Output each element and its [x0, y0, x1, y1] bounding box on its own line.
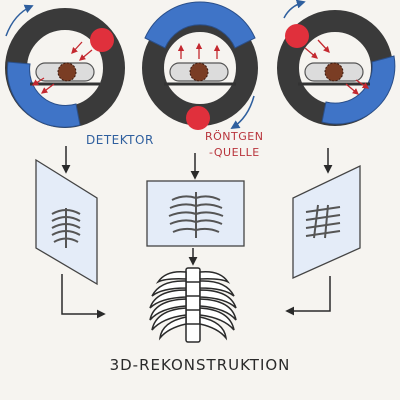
rotation-arrow-icon: [230, 95, 255, 129]
xray-source-label-line1: RÖNTGEN: [205, 130, 264, 143]
rotation-arrow-icon: [283, 0, 306, 19]
patient-table-icon: [164, 62, 236, 86]
scanner-left: [5, 4, 125, 128]
detector-arc: [321, 55, 396, 125]
scanner-center: [142, 1, 258, 130]
rib-cage-icon: [149, 267, 237, 343]
xray-source: [186, 106, 210, 130]
xray-source: [285, 24, 309, 48]
arrow-left-to-recon: [61, 274, 106, 319]
patient-table-icon: [30, 62, 100, 86]
rotation-arrow-icon: [5, 4, 34, 37]
detector-label: DETEKTOR: [86, 133, 154, 147]
projection-left: [35, 158, 98, 286]
xray-source: [90, 28, 114, 52]
detector-arc: [144, 1, 256, 49]
arrow-right-to-recon: [285, 276, 331, 316]
patient-table-icon: [298, 62, 370, 86]
projection-right: [292, 164, 361, 280]
xray-source-label-line2: -QUELLE: [209, 146, 260, 159]
scanner-right: [277, 0, 396, 126]
detector-arc: [6, 61, 81, 128]
projection-center: [146, 180, 245, 247]
reconstruction-title: 3D-REKONSTRUKTION: [109, 356, 291, 374]
